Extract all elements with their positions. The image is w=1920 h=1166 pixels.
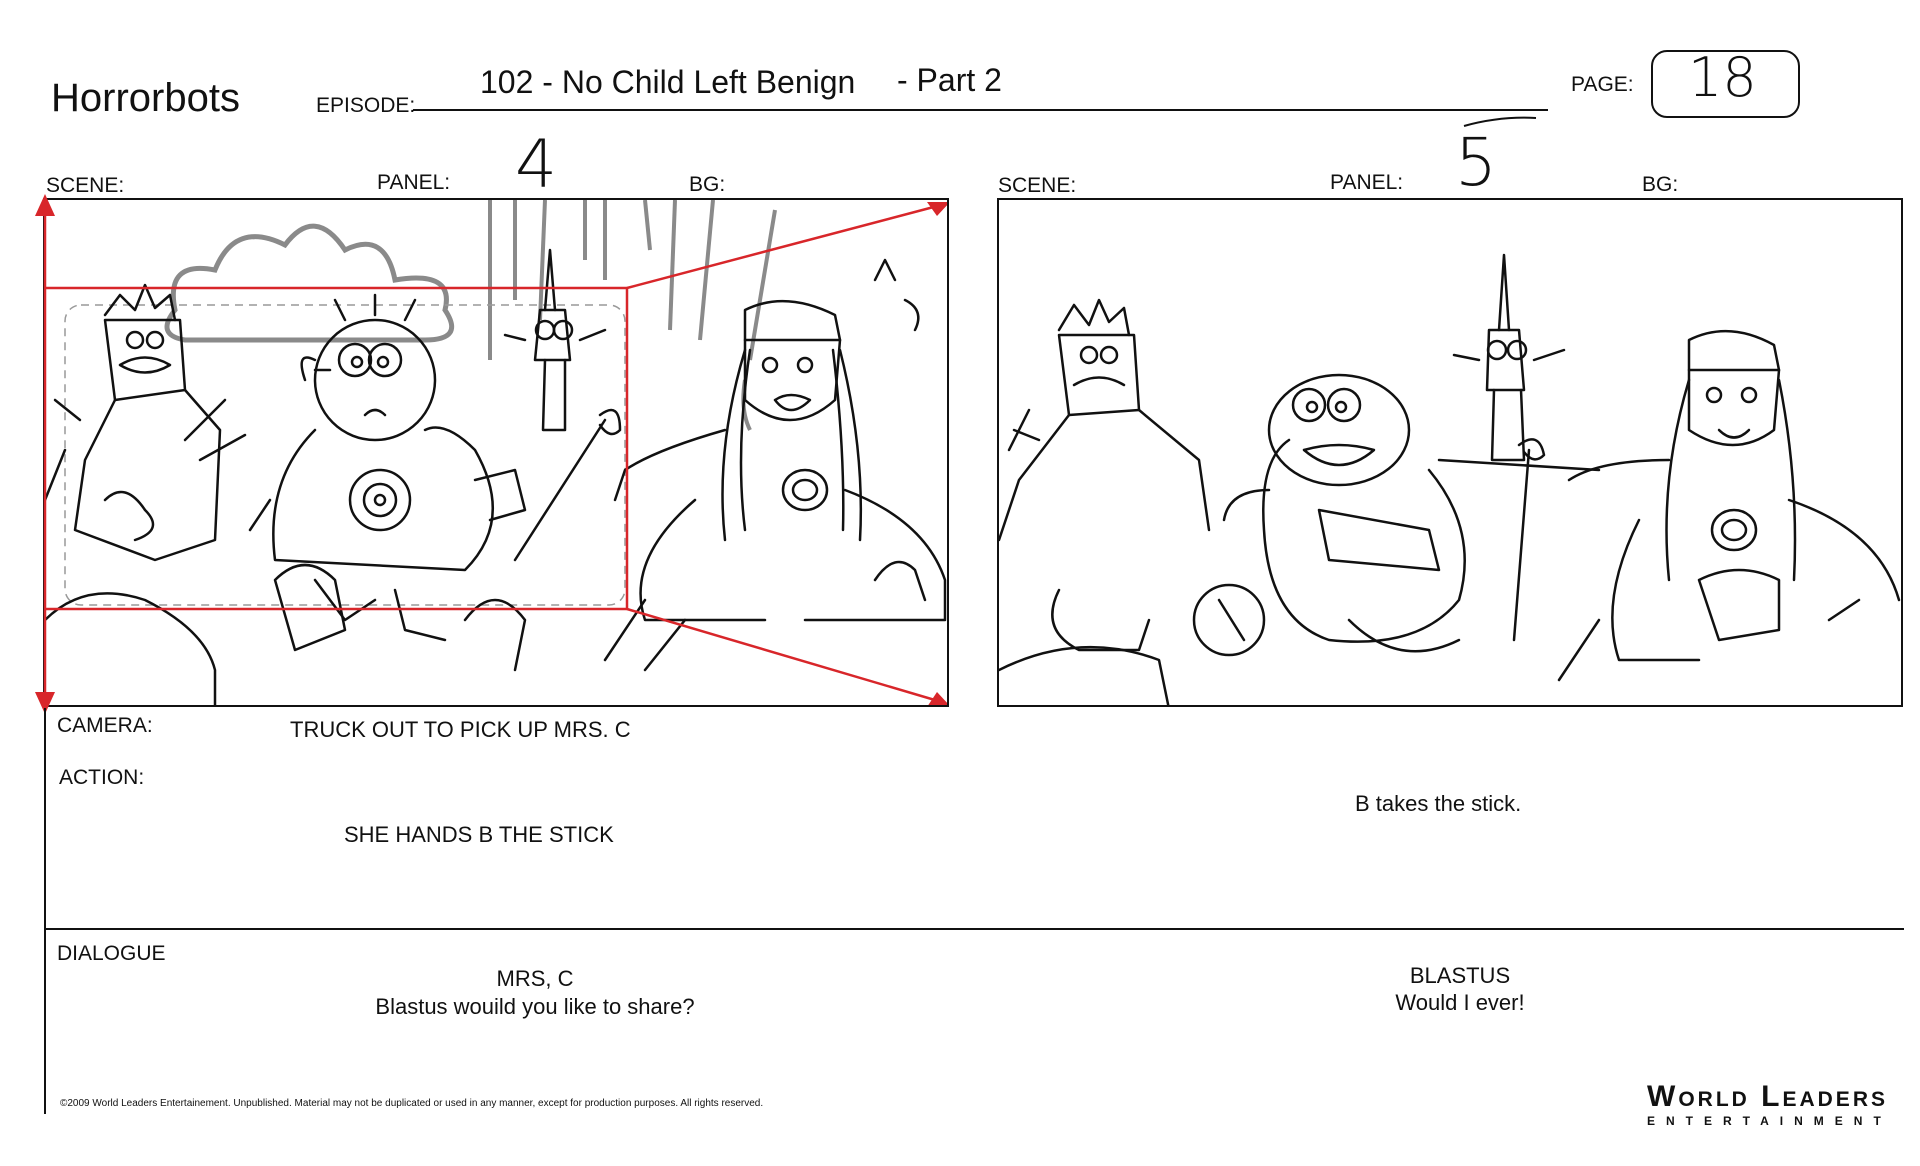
panel-5-number: 5 — [1455, 124, 1497, 201]
episode-underline — [413, 109, 1548, 111]
copyright-notice: ©2009 World Leaders Entertainement. Unpu… — [60, 1098, 764, 1109]
panel-5-panel-label: PANEL: — [1330, 171, 1404, 194]
studio-logo-main: World Leaders — [1647, 1080, 1888, 1113]
studio-logo: World Leaders ENTERTAINMENT — [1647, 1080, 1887, 1128]
panel-4-bg-label: BG: — [689, 173, 726, 196]
safe-frame — [64, 304, 626, 606]
cloud-sketch — [164, 223, 455, 343]
panel-5-bg-label: BG: — [1642, 173, 1679, 196]
panel-4-sketch — [45, 200, 947, 705]
panel-4-frame — [43, 198, 949, 707]
notes-left-rule — [44, 708, 46, 1114]
camera-move-arrowheads — [927, 202, 947, 705]
action-label: ACTION: — [59, 766, 145, 789]
panel-4-dialogue-line: Blastus wouild you like to share? — [375, 994, 695, 1019]
characters-sketch — [45, 248, 947, 705]
episode-part: - Part 2 — [897, 62, 1002, 98]
panel-5-frame — [997, 198, 1903, 707]
episode-number: 102 - No Child Left Benign — [480, 64, 856, 100]
panel-4-panel-label: PANEL: — [377, 171, 451, 194]
panel-4-number: 4 — [515, 126, 557, 203]
dialogue-label: DIALOGUE — [57, 942, 166, 965]
camera-label: CAMERA: — [57, 714, 153, 737]
camera-start-frame — [45, 286, 629, 611]
panel-5-scene-label: SCENE: — [998, 174, 1077, 197]
panel-5-sketch — [999, 253, 1901, 705]
panel-5-number-stroke — [1463, 116, 1537, 127]
panel-4-dialogue-character: MRS, C — [496, 966, 574, 991]
page-number: 18 — [1688, 46, 1757, 109]
panel-5-dialogue-character: BLASTUS — [1409, 963, 1511, 988]
page-number-box — [1651, 50, 1800, 118]
page-label: PAGE: — [1571, 73, 1634, 96]
dialogue-divider — [44, 928, 1904, 930]
studio-logo-sub: ENTERTAINMENT — [1647, 1114, 1892, 1128]
characters-sketch-5 — [999, 253, 1901, 705]
panel-4-camera-text: TRUCK OUT TO PICK UP MRS. C — [290, 717, 631, 742]
camera-move-overlay — [45, 200, 946, 705]
panel-5-action-text: B takes the stick. — [1355, 791, 1522, 816]
show-title: Horrorbots — [51, 76, 240, 120]
panel-5-dialogue-line: Would I ever! — [1395, 990, 1525, 1015]
panel-4-action-text: SHE HANDS B THE STICK — [344, 822, 614, 847]
episode-label: EPISODE: — [316, 94, 416, 117]
vertical-camera-arrow — [35, 194, 55, 714]
panel-4-scene-label: SCENE: — [46, 174, 125, 197]
